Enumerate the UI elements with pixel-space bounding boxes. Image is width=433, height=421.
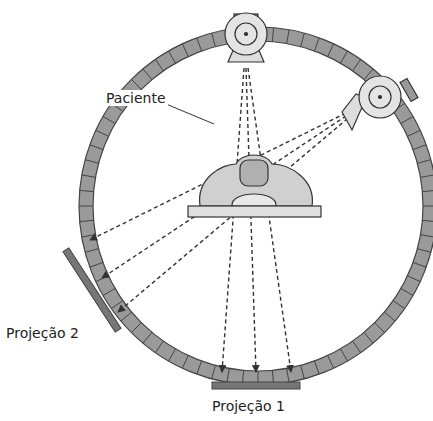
patient-label: Paciente (104, 90, 168, 106)
ring-segment (328, 44, 334, 57)
ring-segment (121, 312, 132, 321)
ring-segment (212, 365, 216, 379)
ring-segment (301, 33, 305, 47)
ring-segment (90, 262, 103, 267)
ring-segment (131, 79, 141, 89)
detector-1 (212, 382, 300, 389)
ring-segment (287, 368, 289, 382)
ring-segment (423, 206, 433, 207)
projection-label: Projeção 1 (210, 398, 287, 414)
ring-segment (401, 117, 413, 124)
ring-segment (155, 59, 163, 70)
ring-segment (420, 235, 433, 237)
ring-segment (408, 276, 421, 282)
ring-segment (103, 289, 115, 296)
x-rays-1 (222, 68, 291, 372)
ring-segment (96, 130, 109, 136)
ring-segment (287, 30, 289, 44)
x-ray-tube-top (225, 13, 267, 62)
ring-segment (353, 59, 361, 70)
ring-segment (131, 323, 141, 333)
leader-line (166, 104, 214, 124)
ring-segment (182, 44, 188, 57)
ring-segment (314, 361, 319, 374)
ring-segment (169, 51, 176, 63)
ring-segment (408, 130, 421, 136)
ring-segment (212, 33, 216, 47)
ring-segment (420, 175, 433, 177)
patient (188, 155, 321, 217)
ring-segment (155, 341, 163, 352)
ring-segment (182, 356, 188, 369)
ring-segment (90, 145, 103, 150)
projection-label: Projeção 2 (4, 325, 81, 341)
ring-segment (197, 361, 202, 374)
ring-segment (80, 220, 94, 221)
detector-2 (63, 248, 121, 332)
ring-segment (85, 249, 99, 253)
ring-segment (413, 145, 426, 150)
ring-segment (197, 38, 202, 51)
ring-segment (314, 38, 319, 51)
ring-segment (422, 220, 433, 221)
ring-segment (301, 365, 305, 379)
ring-segment (103, 117, 115, 124)
ring-segment (393, 301, 404, 309)
ring-segment (143, 332, 152, 343)
ring-segment (375, 323, 385, 333)
ring-segment (227, 368, 229, 382)
ring-segment (417, 160, 431, 164)
ring-segment (384, 312, 395, 321)
ring-segment (82, 235, 96, 237)
detector-ring (79, 27, 433, 385)
x-rays-2 (90, 110, 353, 312)
ring-segment (143, 69, 152, 80)
ring-segment (82, 175, 96, 177)
ring-segment (96, 276, 109, 282)
ring-segment (328, 356, 334, 369)
ring-segment (341, 51, 348, 63)
ring-segment (364, 332, 373, 343)
ring-segment (401, 289, 413, 296)
ring-segment (85, 160, 99, 164)
ring-segment (422, 190, 433, 191)
ring-segment (413, 262, 426, 267)
ring-segment (111, 301, 122, 309)
ring-segment (272, 28, 273, 42)
ring-segment (79, 206, 93, 207)
ring-segment (417, 249, 431, 253)
ring-segment (353, 341, 361, 352)
ring-segment (80, 190, 94, 191)
ring-segment (169, 349, 176, 361)
ring-segment (341, 349, 348, 361)
x-ray-tube-side (342, 76, 418, 130)
